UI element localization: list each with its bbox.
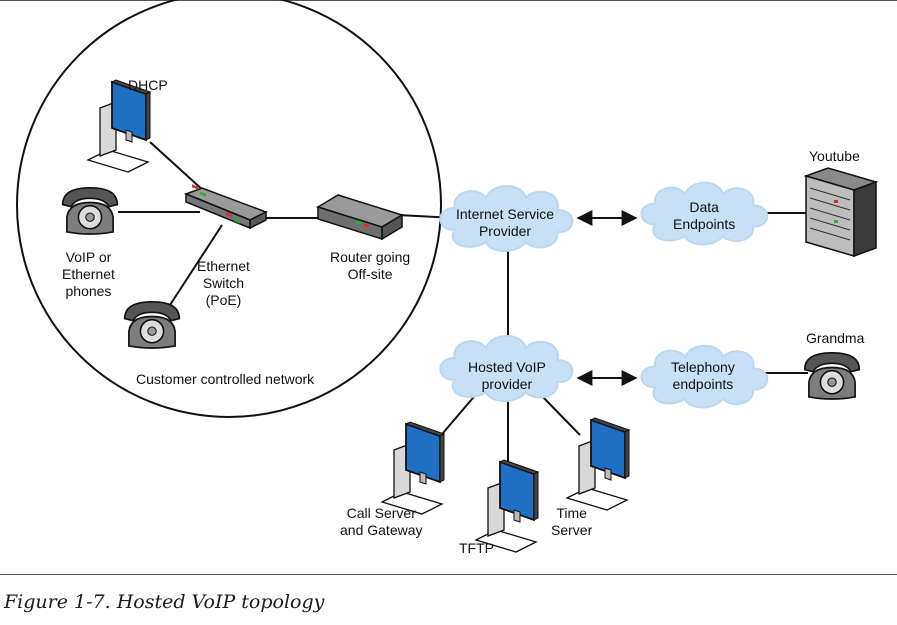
label-router: Router going Off-site: [330, 249, 410, 283]
line-hosted-timeserver: [537, 391, 581, 436]
label-phones-line1: VoIP or: [65, 249, 112, 265]
label-call-server-line2: and Gateway: [340, 522, 423, 538]
label-grandma: Grandma: [806, 330, 865, 346]
label-phones: VoIP or Ethernet phones: [62, 249, 115, 300]
label-isp-line2: Provider: [478, 223, 532, 239]
label-phones-line2: Ethernet: [62, 266, 115, 282]
label-switch-line1: Ethernet: [197, 258, 250, 274]
label-tftp: TFTP: [459, 540, 494, 556]
label-phones-line3: phones: [65, 283, 112, 299]
label-time-server-line2: Server: [551, 522, 593, 538]
label-hosted-voip-line1: Hosted VoIP: [468, 359, 546, 375]
call-server-computer-icon: [381, 421, 445, 515]
label-data-endpoints: Data Endpoints: [673, 199, 735, 233]
voip-phone-icon-2: [123, 300, 181, 349]
label-telephony-endpoints-line2: endpoints: [672, 376, 734, 392]
line-dhcp-switch: [149, 141, 206, 193]
label-youtube: Youtube: [809, 148, 860, 164]
label-telephony-endpoints: Telephony endpoints: [671, 359, 735, 393]
label-router-line1: Router going: [330, 249, 411, 265]
label-switch-line2: Switch: [202, 275, 245, 291]
label-dhcp: DHCP: [128, 77, 168, 93]
label-customer-network: Customer controlled network: [136, 371, 315, 387]
label-time-server-line1: Time: [556, 505, 587, 521]
line-phone2-switch: [169, 224, 223, 306]
label-isp: Internet Service Provider: [456, 206, 554, 240]
label-router-line2: Off-site: [347, 266, 393, 282]
ethernet-switch-icon: [183, 184, 268, 230]
youtube-server-icon: [803, 167, 879, 258]
label-data-endpoints-line1: Data: [689, 199, 719, 215]
label-hosted-voip: Hosted VoIP provider: [468, 359, 546, 393]
top-rule: [0, 0, 897, 1]
voip-phone-icon: [61, 186, 119, 235]
label-switch: Ethernet Switch (PoE): [197, 258, 250, 309]
label-isp-line1: Internet Service: [456, 206, 555, 222]
customer-network-boundary: [16, 0, 442, 418]
label-telephony-endpoints-line1: Telephony: [671, 359, 735, 375]
grandma-phone-icon: [803, 351, 861, 400]
label-call-server-line1: Call Server: [346, 505, 416, 521]
tftp-computer-icon: [475, 459, 539, 553]
router-icon: [316, 194, 404, 241]
connection-lines: [118, 141, 808, 470]
line-hosted-callserver: [436, 391, 479, 441]
figure-caption: Figure 1-7. Hosted VoIP topology: [4, 591, 325, 613]
label-time-server: Time Server: [551, 505, 592, 539]
label-hosted-voip-line2: provider: [481, 376, 533, 392]
caption-rule: [0, 574, 897, 575]
label-switch-line3: (PoE): [205, 292, 242, 308]
label-data-endpoints-line2: Endpoints: [673, 216, 736, 232]
label-call-server: Call Server and Gateway: [340, 505, 423, 539]
